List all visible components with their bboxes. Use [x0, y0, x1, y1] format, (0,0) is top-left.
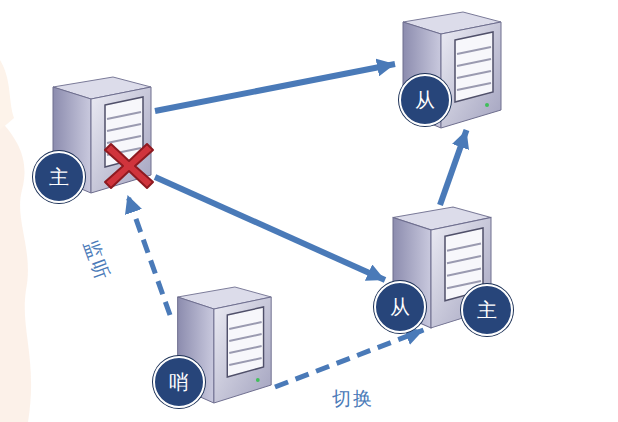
role-badge: 从 [374, 281, 426, 333]
server-node: 哨 [170, 285, 275, 405]
role-badge: 哨 [153, 356, 205, 408]
dashed-arrow [128, 195, 171, 315]
role-text: 从 [390, 297, 410, 317]
server-node: 从 [395, 10, 505, 130]
server-node: 主 [45, 75, 155, 195]
edge-label: 监听 [80, 237, 114, 284]
role-badge: 主 [33, 151, 85, 203]
role-text: 主 [49, 167, 69, 187]
edge-label: 切换 [332, 388, 374, 409]
replication-arrow [440, 130, 467, 205]
role-text: 从 [415, 90, 435, 110]
server-node: 从主 [385, 205, 495, 330]
dashed-arrow [275, 330, 424, 387]
role-badge: 从 [399, 74, 451, 126]
replication-arrow [155, 177, 385, 280]
role-badge: 主 [461, 284, 513, 336]
replication-arrow [155, 64, 395, 111]
role-text: 哨 [169, 372, 189, 392]
role-text: 主 [477, 300, 497, 320]
